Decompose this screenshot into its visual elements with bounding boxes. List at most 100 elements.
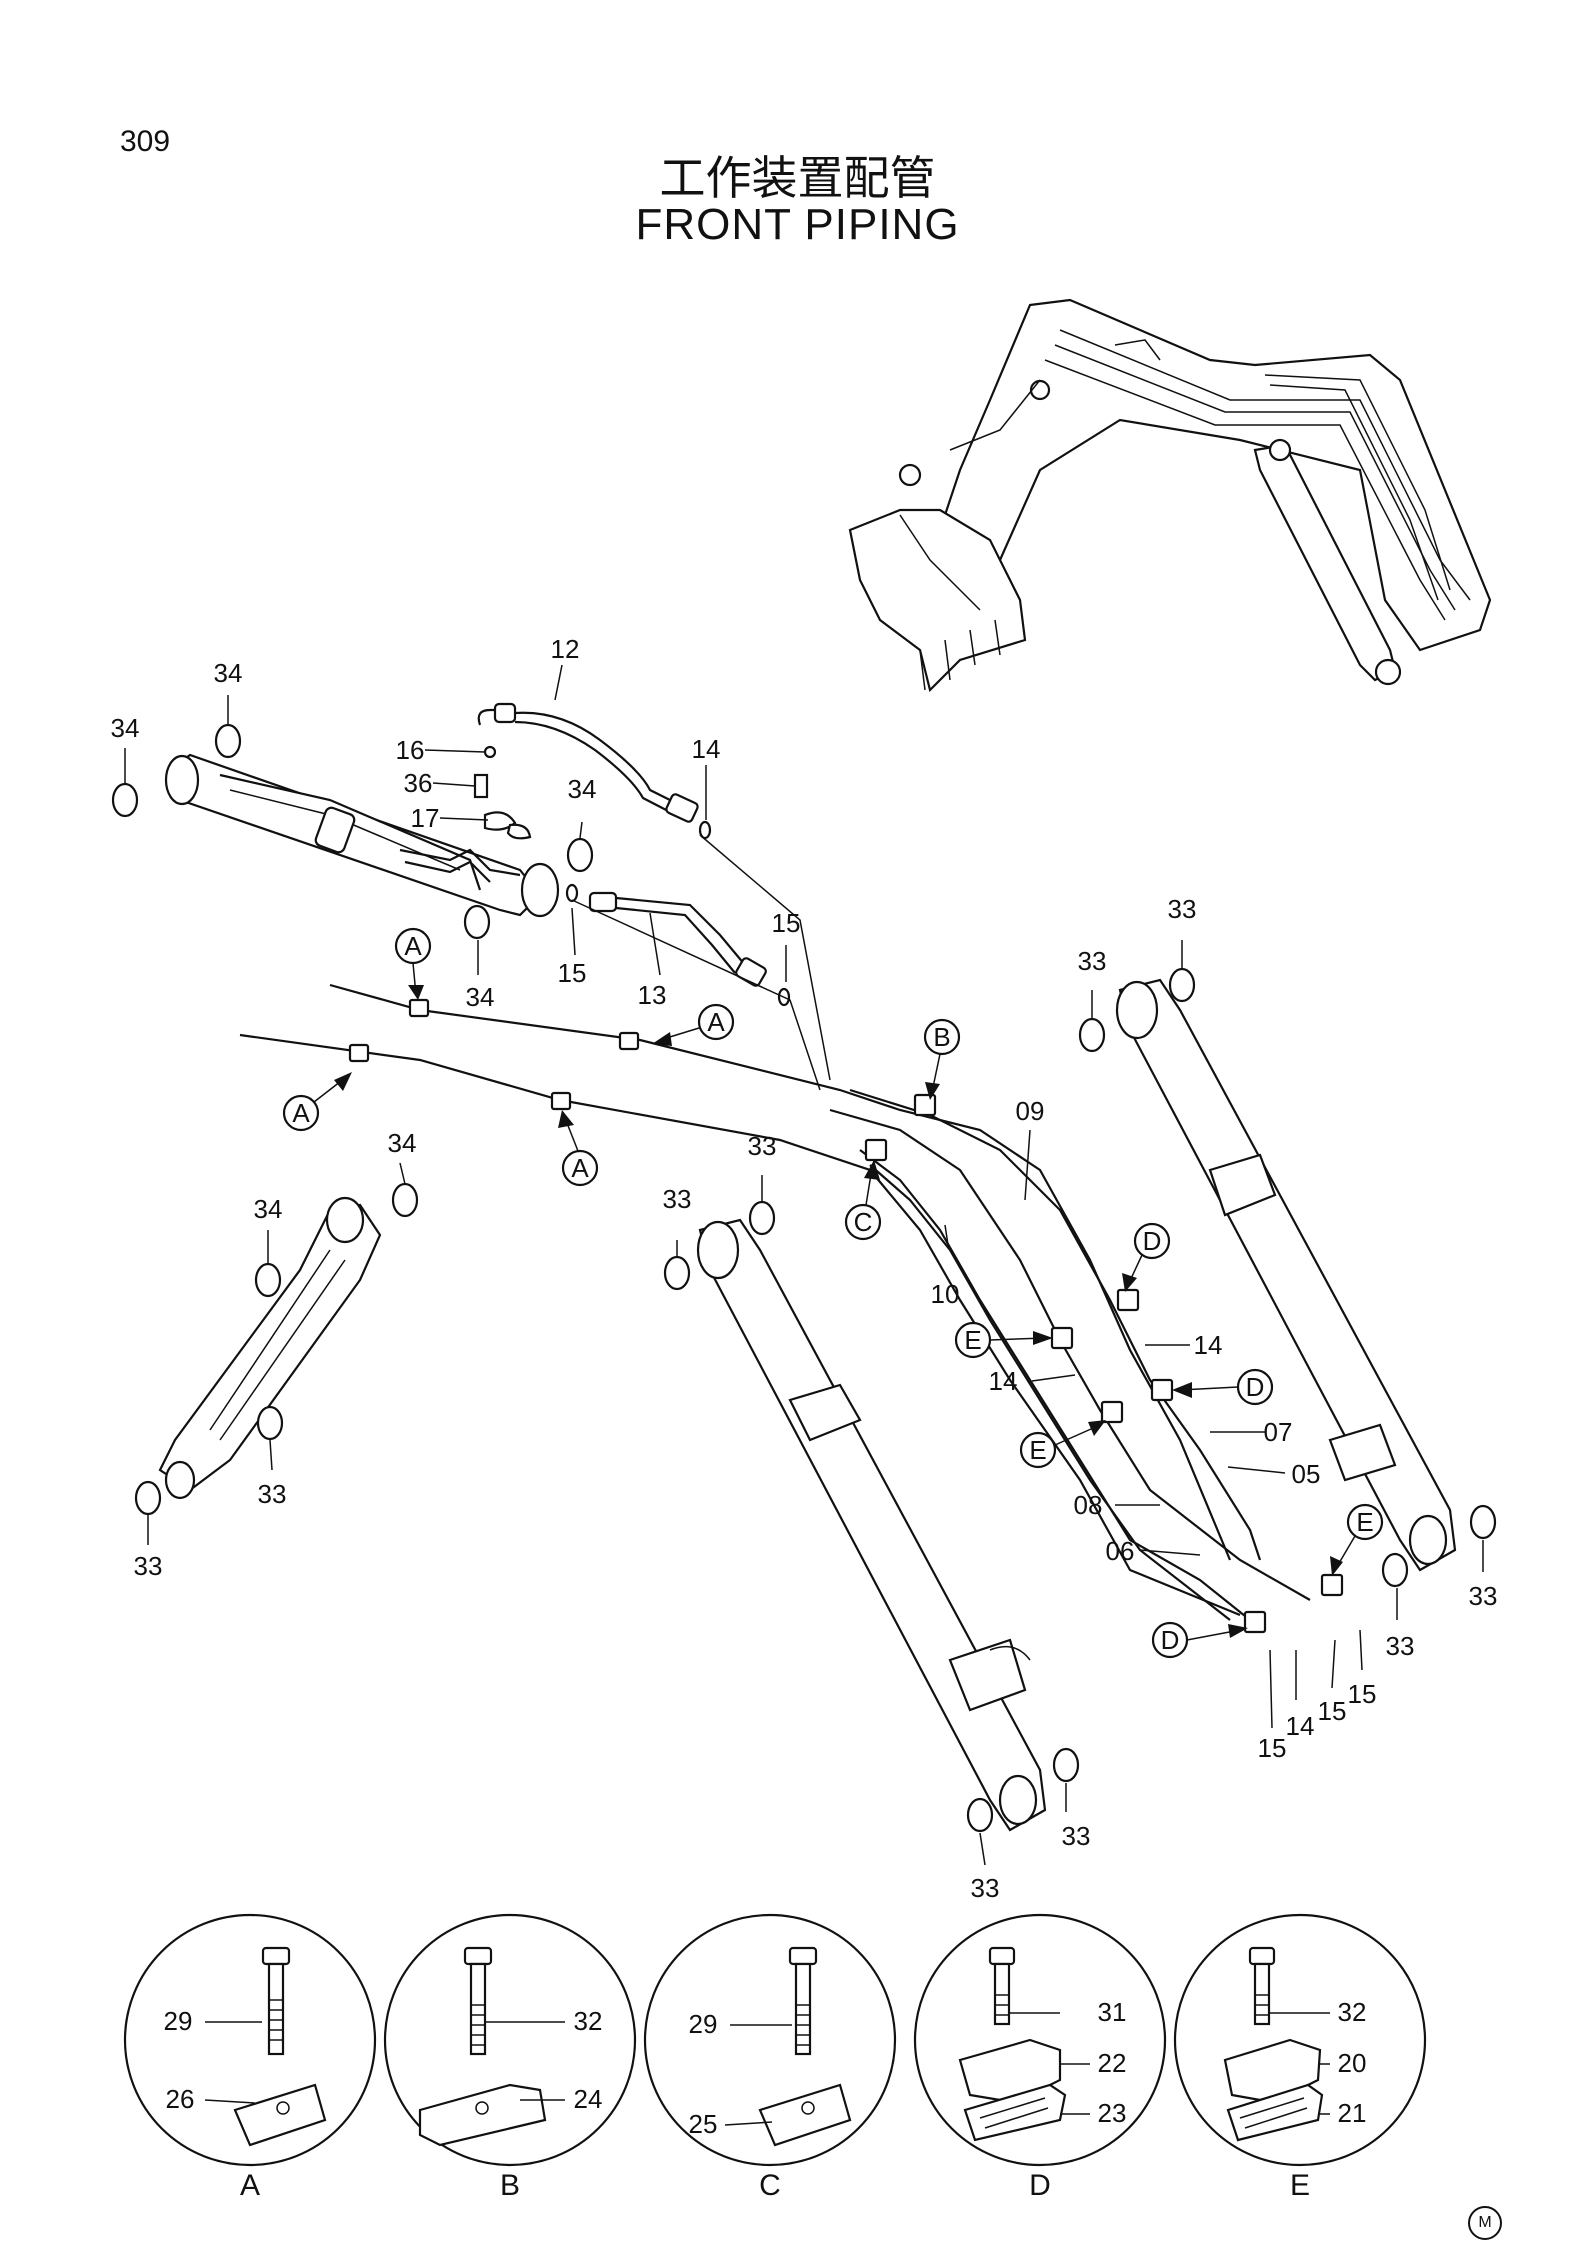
callout-14: 14 bbox=[1286, 1711, 1315, 1741]
callout-33: 33 bbox=[258, 1479, 287, 1509]
detail-view-d: 31 22 23 D bbox=[913, 1913, 1167, 2202]
svg-text:23: 23 bbox=[1098, 2098, 1127, 2128]
callout-33: 33 bbox=[1062, 1821, 1091, 1851]
part-callouts: 12 14 16 36 17 34 34 34 34 15 13 15 34 3… bbox=[111, 634, 1498, 1903]
svg-text:A: A bbox=[292, 1098, 310, 1128]
callout-33: 33 bbox=[134, 1551, 163, 1581]
callout-07: 07 bbox=[1264, 1417, 1293, 1447]
callout-14: 14 bbox=[989, 1366, 1018, 1396]
ref-marker-a: A bbox=[394, 927, 432, 1000]
leader-lines bbox=[124, 664, 1484, 1866]
svg-text:A: A bbox=[571, 1153, 589, 1183]
arm-cylinder-assembly bbox=[164, 753, 560, 918]
callout-33: 33 bbox=[748, 1131, 777, 1161]
svg-text:C: C bbox=[854, 1207, 873, 1237]
svg-text:20: 20 bbox=[1338, 2048, 1367, 2078]
ref-marker-a: A bbox=[282, 1072, 352, 1132]
pipe-12 bbox=[477, 702, 699, 823]
ref-marker-d: D bbox=[1172, 1368, 1274, 1406]
detail-view-c: 29 25 C bbox=[643, 1913, 897, 2202]
callout-15: 15 bbox=[1258, 1733, 1287, 1763]
boom-cylinder-right bbox=[1115, 978, 1457, 1572]
ref-marker-d: D bbox=[1122, 1222, 1171, 1292]
callout-10: 10 bbox=[931, 1279, 960, 1309]
callout-33: 33 bbox=[971, 1873, 1000, 1903]
callout-16: 16 bbox=[396, 735, 425, 765]
callout-14: 14 bbox=[1194, 1330, 1223, 1360]
callout-34: 34 bbox=[466, 982, 495, 1012]
svg-text:D: D bbox=[1246, 1372, 1265, 1402]
callout-15: 15 bbox=[1318, 1696, 1347, 1726]
svg-text:22: 22 bbox=[1098, 2048, 1127, 2078]
ref-marker-c: C bbox=[844, 1160, 882, 1241]
svg-text:A: A bbox=[707, 1007, 725, 1037]
detail-view-e: 32 20 21 E bbox=[1173, 1913, 1427, 2202]
callout-33: 33 bbox=[1168, 894, 1197, 924]
callout-08: 08 bbox=[1074, 1490, 1103, 1520]
svg-text:24: 24 bbox=[574, 2084, 603, 2114]
callout-33: 33 bbox=[1078, 946, 1107, 976]
svg-text:26: 26 bbox=[166, 2084, 195, 2114]
svg-text:E: E bbox=[964, 1325, 981, 1355]
ref-marker-a: A bbox=[652, 1003, 735, 1046]
svg-text:E: E bbox=[1029, 1435, 1046, 1465]
callout-33: 33 bbox=[1386, 1631, 1415, 1661]
callout-15: 15 bbox=[558, 958, 587, 988]
svg-text:21: 21 bbox=[1338, 2098, 1367, 2128]
callout-34: 34 bbox=[254, 1194, 283, 1224]
svg-text:D: D bbox=[1161, 1625, 1180, 1655]
svg-text:C: C bbox=[759, 2169, 781, 2202]
svg-text:32: 32 bbox=[1338, 1997, 1367, 2027]
ref-marker-d: D bbox=[1151, 1621, 1248, 1659]
hose-bundle bbox=[239, 834, 1311, 1621]
svg-text:E: E bbox=[1356, 1507, 1373, 1537]
callout-09: 09 bbox=[1016, 1096, 1045, 1126]
pipe-13 bbox=[588, 891, 767, 987]
svg-text:25: 25 bbox=[689, 2109, 718, 2139]
svg-text:B: B bbox=[933, 1022, 950, 1052]
callout-12: 12 bbox=[551, 634, 580, 664]
callout-05: 05 bbox=[1292, 1459, 1321, 1489]
callout-15: 15 bbox=[1348, 1679, 1377, 1709]
ref-marker-b: B bbox=[923, 1018, 961, 1100]
callout-06: 06 bbox=[1106, 1536, 1135, 1566]
ref-marker-a: A bbox=[558, 1110, 599, 1187]
svg-text:29: 29 bbox=[164, 2006, 193, 2036]
svg-text:31: 31 bbox=[1098, 1997, 1127, 2027]
svg-text:A: A bbox=[404, 931, 422, 961]
detail-view-b: 32 24 B bbox=[383, 1913, 637, 2202]
excavator-overview-illustration bbox=[848, 298, 1492, 693]
ref-marker-e: E bbox=[1019, 1420, 1106, 1469]
svg-text:E: E bbox=[1290, 2169, 1310, 2202]
boom-cylinder-middle bbox=[696, 1218, 1047, 1832]
page-number: 309 bbox=[120, 125, 171, 158]
callout-17: 17 bbox=[411, 803, 440, 833]
svg-text:32: 32 bbox=[574, 2006, 603, 2036]
callout-36: 36 bbox=[404, 768, 433, 798]
callout-15: 15 bbox=[772, 908, 801, 938]
washers bbox=[111, 723, 1497, 1833]
ref-marker-e: E bbox=[954, 1321, 1053, 1359]
fitting-parts-16-36-17 bbox=[473, 745, 532, 840]
bucket-cylinder-left bbox=[158, 1196, 382, 1500]
svg-text:D: D bbox=[1029, 2169, 1051, 2202]
callout-14: 14 bbox=[692, 734, 721, 764]
detail-reference-markers: A A A A bbox=[282, 927, 1384, 1659]
callout-33: 33 bbox=[1469, 1581, 1498, 1611]
callout-13: 13 bbox=[638, 980, 667, 1010]
page-title-english: FRONT PIPING bbox=[635, 200, 960, 249]
ref-marker-e: E bbox=[1330, 1503, 1384, 1576]
callout-34: 34 bbox=[111, 713, 140, 743]
svg-text:A: A bbox=[240, 2169, 260, 2202]
registered-mark: M bbox=[1468, 2206, 1502, 2240]
callout-34: 34 bbox=[214, 658, 243, 688]
detail-view-a: 29 26 A bbox=[123, 1913, 377, 2202]
svg-text:D: D bbox=[1143, 1226, 1162, 1256]
callout-34: 34 bbox=[388, 1128, 417, 1158]
callout-33: 33 bbox=[663, 1184, 692, 1214]
page-title-japanese: 工作装置配管 bbox=[659, 151, 936, 205]
svg-text:29: 29 bbox=[689, 2009, 718, 2039]
svg-text:B: B bbox=[500, 2169, 520, 2202]
